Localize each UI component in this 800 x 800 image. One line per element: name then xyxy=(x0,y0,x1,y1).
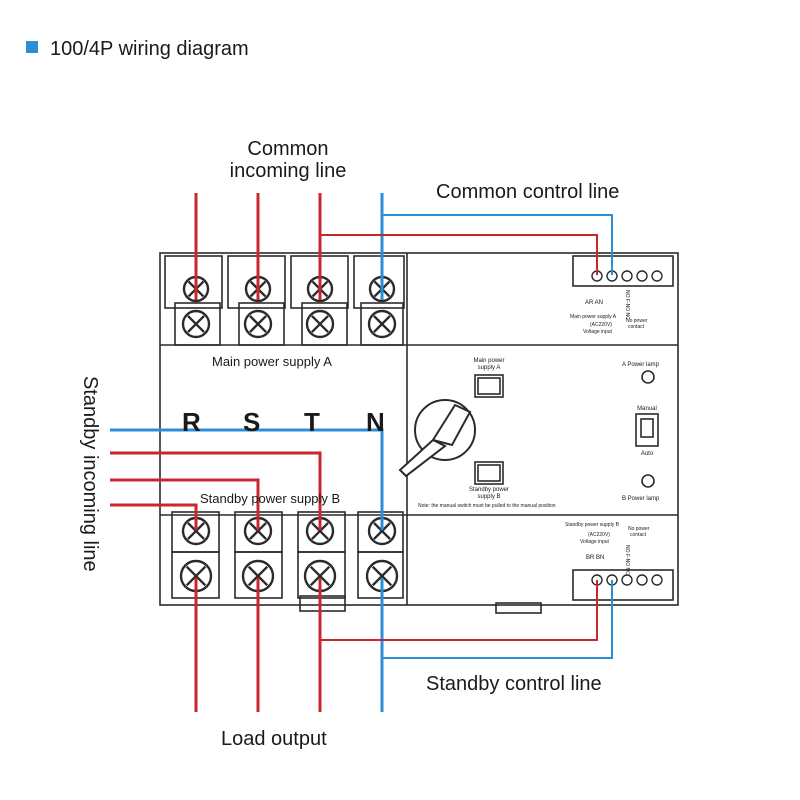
screw-icon-bottom-upper-1 xyxy=(243,516,273,546)
label-standby-incoming: Standby incoming line xyxy=(79,376,101,572)
wire-standby-n xyxy=(110,428,384,530)
label-common-incoming-1: Common xyxy=(247,138,328,160)
wires xyxy=(110,193,613,712)
label-common-control: Common control line xyxy=(436,181,619,203)
bottom-no-power-2: contact xyxy=(630,532,647,538)
phase-s: S xyxy=(243,407,260,437)
top-no-power-1: No power xyxy=(626,318,648,324)
control-screw-icon-top-2 xyxy=(621,270,633,282)
screw-icon-bottom-upper-0 xyxy=(181,516,211,546)
control-screw-icon-bottom-4 xyxy=(651,574,663,586)
control-screw-icon-bottom-2 xyxy=(621,574,633,586)
label-standby-control: Standby control line xyxy=(426,673,602,695)
screw-icon-bottom-load-3 xyxy=(365,559,399,593)
top-no-power-2: contact xyxy=(628,324,645,330)
wire-standby-r xyxy=(110,503,198,530)
top-voltage-input: Voltage input xyxy=(583,329,613,335)
top-voltage: (AC220V) xyxy=(590,322,612,328)
phase-t: T xyxy=(304,407,320,437)
phase-r: R xyxy=(182,407,201,437)
main-supply-label: Main power supply A xyxy=(212,354,332,369)
wire-standby-control-blue xyxy=(382,580,613,659)
bottom-supply-label: Standby power supply B xyxy=(565,522,620,528)
label-load-output: Load output xyxy=(221,728,327,750)
wire-standby-t xyxy=(110,451,322,530)
screw-icon-top-lower-2 xyxy=(305,309,335,339)
bottom-terms-left: BR BN xyxy=(586,555,604,561)
rotary-handle-icon xyxy=(398,399,476,478)
a-lamp-label: A Power lamp xyxy=(622,362,660,368)
screw-icon-top-lower-3 xyxy=(367,309,397,339)
control-screw-icon-bottom-3 xyxy=(636,574,648,586)
standby-supply-label: Standby power supply B xyxy=(200,491,340,506)
top-terms-left: AR AN xyxy=(585,300,603,306)
top-main-voltage: Main power supply A xyxy=(570,314,617,320)
wire-standby-s xyxy=(110,478,260,530)
auto-label: Auto xyxy=(641,451,654,457)
control-screw-icon-top-4 xyxy=(651,270,663,282)
bottom-terms-right: NO F-NO NC xyxy=(624,545,630,575)
manual-label: Manual xyxy=(637,406,657,412)
control-screw-icon-top-3 xyxy=(636,270,648,282)
top-terms-right: NO F-NO NC xyxy=(624,290,630,320)
header-bullet xyxy=(26,41,38,53)
bottom-voltage: (AC220V) xyxy=(588,532,610,538)
page-title: 100/4P wiring diagram xyxy=(50,38,249,60)
screw-icon-top-lower-0 xyxy=(181,309,211,339)
main-button-label-2: supply A xyxy=(478,365,501,371)
bottom-no-power-1: No power xyxy=(628,526,650,532)
wire-common-control-red xyxy=(320,234,598,275)
b-lamp-label: B Power lamp xyxy=(622,496,660,502)
wire-common-control-blue xyxy=(382,214,613,275)
phase-n: N xyxy=(366,407,385,437)
standby-button-label-1: Standby power xyxy=(469,487,509,493)
standby-button-label-2: supply B xyxy=(477,494,500,500)
control-terminal-screws xyxy=(591,270,663,586)
main-button-label-1: Main power xyxy=(473,358,504,364)
screw-icon-top-lower-1 xyxy=(243,309,273,339)
manual-note: Note: the manual switch must be pulled t… xyxy=(418,503,556,509)
bottom-voltage-input: Voltage input xyxy=(580,539,610,545)
label-common-incoming-2: incoming line xyxy=(230,160,347,182)
wire-standby-control-red xyxy=(320,580,598,641)
